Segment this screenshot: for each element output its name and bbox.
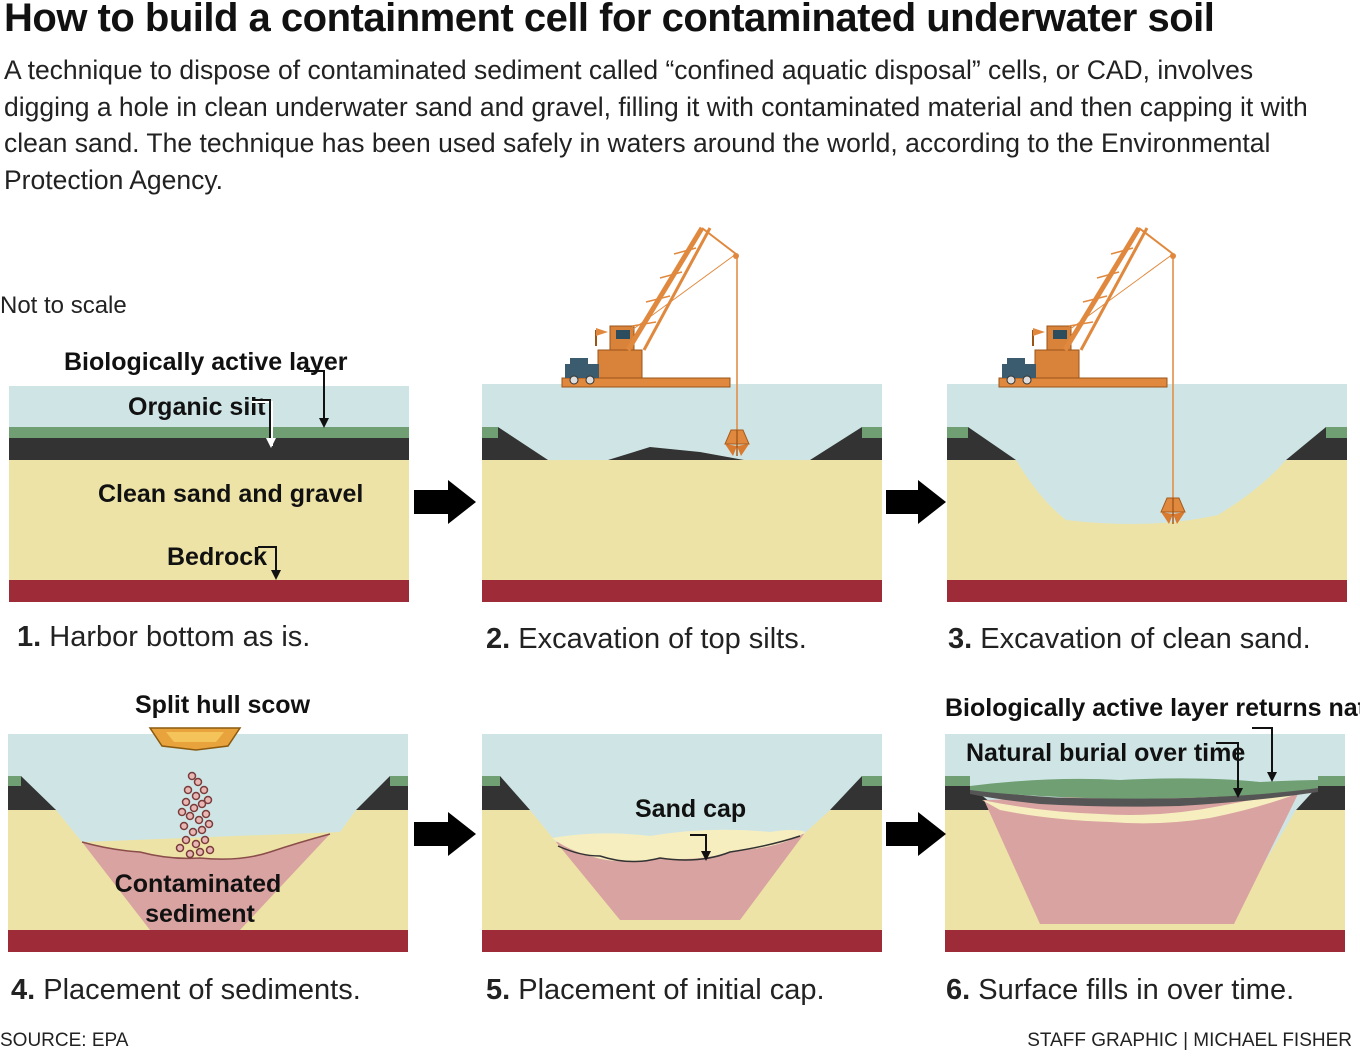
label-natural-burial: Natural burial over time	[966, 739, 1245, 767]
intro-text: A technique to dispose of contaminated s…	[4, 55, 1308, 195]
label-bedrock: Bedrock	[167, 543, 267, 571]
label-split-hull-scow: Split hull scow	[135, 691, 311, 719]
arrow-step-1-to-2	[414, 480, 476, 524]
arrow-step-4-to-5	[414, 812, 476, 856]
label-bio-returns: Biologically active layer returns natura…	[945, 694, 1360, 722]
panel-3-excavation-sand	[947, 228, 1347, 602]
staff-credit: STAFF GRAPHIC | MICHAEL FISHER	[1027, 1030, 1352, 1051]
leader-sand-cap	[690, 834, 707, 855]
panel-2-excavation-silts	[482, 228, 882, 602]
leader-natural-burial	[1216, 742, 1239, 792]
label-contaminated: Contaminated	[115, 870, 282, 898]
source-credit: SOURCE: EPA	[0, 1030, 129, 1051]
caption-step-4: 4. Placement of sediments.	[11, 974, 361, 1006]
leader-bio-active-layer	[304, 370, 325, 424]
page-title: How to build a containment cell for cont…	[4, 0, 1215, 40]
caption-step-3: 3. Excavation of clean sand.	[948, 623, 1311, 655]
panel-6-surface-fills	[945, 734, 1345, 952]
label-sand-cap: Sand cap	[635, 795, 746, 823]
caption-step-1: 1. Harbor bottom as is.	[17, 621, 310, 653]
panel-1-harbor-bottom	[9, 386, 409, 602]
arrow-step-2-to-3	[886, 480, 946, 524]
panel-4-placement-sediments	[8, 727, 408, 952]
caption-step-6: 6. Surface fills in over time.	[946, 974, 1294, 1006]
label-organic-silt: Organic silt	[128, 393, 266, 421]
label-clean-sand: Clean sand and gravel	[98, 480, 363, 508]
not-to-scale-note: Not to scale	[0, 292, 127, 319]
caption-step-5: 5. Placement of initial cap.	[486, 974, 825, 1006]
leader-organic-silt	[252, 401, 273, 446]
leader-bedrock	[258, 546, 277, 574]
caption-step-2: 2. Excavation of top silts.	[486, 623, 807, 655]
arrow-step-5-to-6	[886, 812, 946, 856]
panel-5-initial-cap	[482, 734, 882, 952]
label-bio-active-layer: Biologically active layer	[64, 348, 348, 376]
leader-bio-returns	[1252, 727, 1273, 776]
label-sediment: sediment	[145, 900, 255, 928]
